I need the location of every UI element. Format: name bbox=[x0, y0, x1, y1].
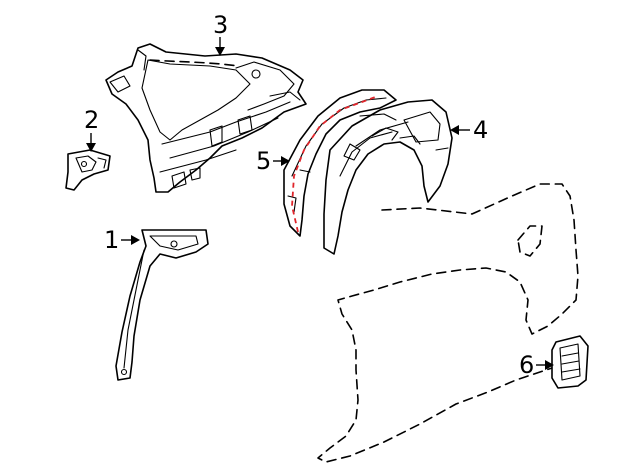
callout-1-label: 1 bbox=[104, 226, 119, 254]
callout-6[interactable]: 6 bbox=[519, 351, 554, 379]
callout-5[interactable]: 5 bbox=[256, 147, 290, 175]
callout-1[interactable]: 1 bbox=[104, 226, 140, 254]
callout-3-label: 3 bbox=[213, 11, 228, 39]
callout-2[interactable]: 2 bbox=[84, 106, 99, 152]
part-4-wheelhouse-inner[interactable] bbox=[323, 99, 453, 255]
callout-4[interactable]: 4 bbox=[450, 116, 488, 144]
callout-5-label: 5 bbox=[256, 147, 271, 175]
part-2-bracket[interactable] bbox=[65, 149, 111, 191]
part-6-vent-grille[interactable] bbox=[551, 335, 589, 389]
quarter-panel-outline bbox=[317, 183, 579, 463]
part-3-inner-quarter-panel[interactable] bbox=[105, 43, 307, 193]
callout-4-label: 4 bbox=[473, 116, 488, 144]
callout-6-label: 6 bbox=[519, 351, 534, 379]
highlight-seam bbox=[291, 95, 379, 233]
callout-3[interactable]: 3 bbox=[213, 11, 228, 56]
part-5-wheelhouse-outer[interactable] bbox=[283, 89, 397, 237]
part-1-pillar-brace[interactable] bbox=[115, 229, 209, 381]
callout-2-label: 2 bbox=[84, 106, 99, 134]
